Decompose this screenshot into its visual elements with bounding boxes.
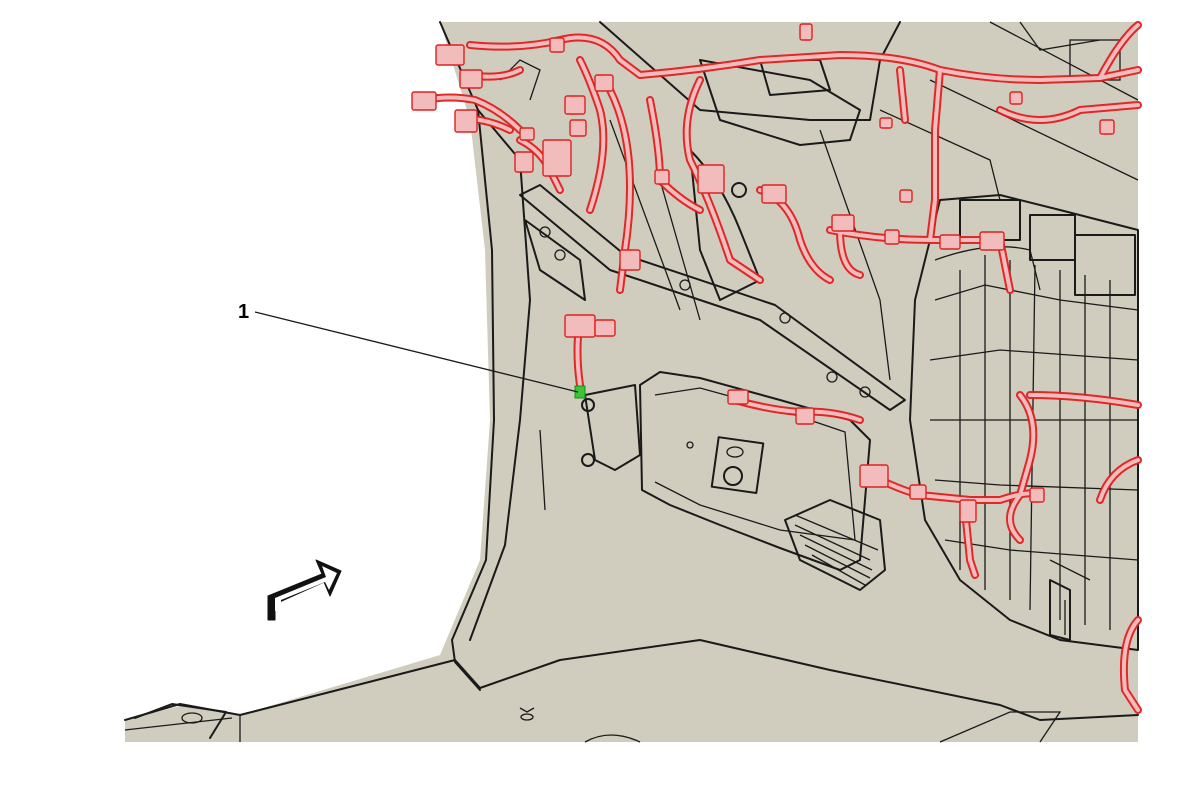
callout-leader-line — [254, 311, 579, 393]
pedal-bracket-plate — [639, 371, 871, 571]
ground-terminal-highlight — [574, 385, 586, 399]
vehicle-body-illustration — [124, 21, 1139, 743]
a-pillar-panel — [439, 21, 495, 691]
brake-pedal — [784, 499, 886, 591]
a-pillar-inner-edge — [469, 109, 531, 641]
callout-1: 1 — [238, 301, 579, 393]
callout-number: 1 — [238, 301, 249, 323]
dash-cross-bracket — [519, 184, 906, 411]
direction-arrow-icon — [267, 559, 342, 621]
illustration-background — [125, 22, 1138, 742]
harness-connectors — [411, 23, 1115, 523]
wiring-harness — [411, 21, 1142, 714]
hvac-module — [909, 194, 1139, 651]
